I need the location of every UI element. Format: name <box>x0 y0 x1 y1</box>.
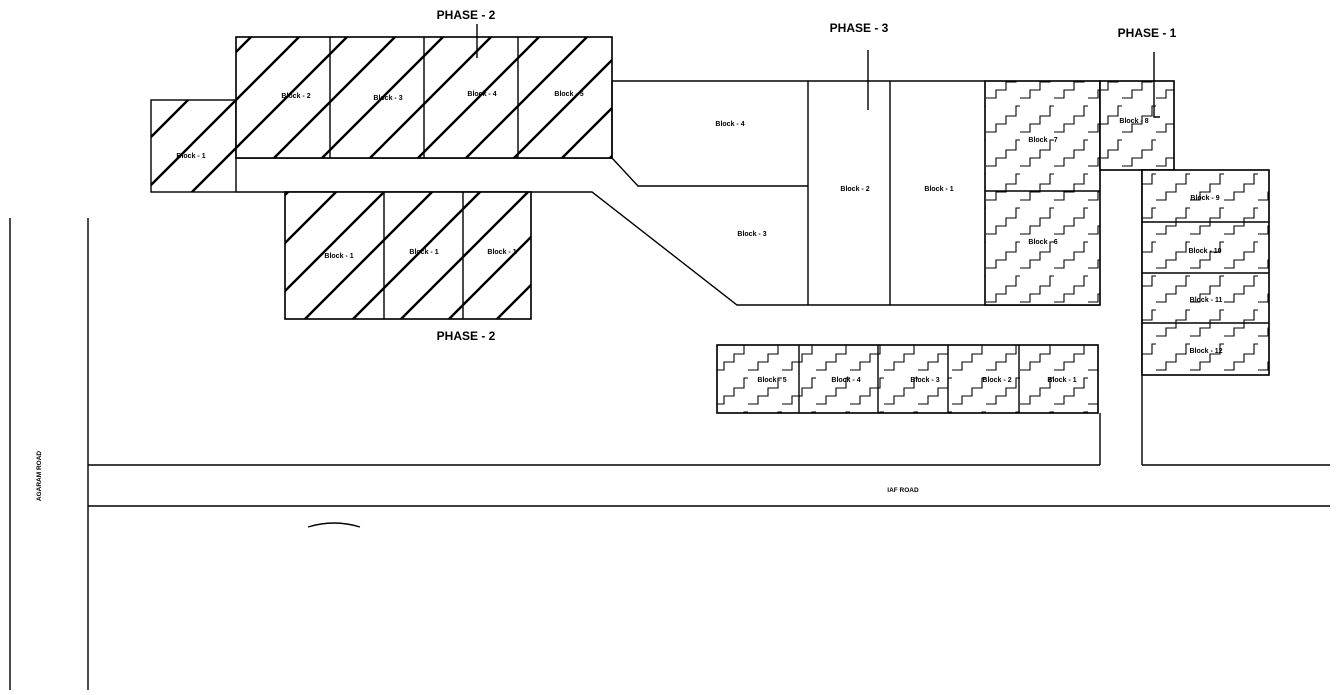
phase3-block-3-label: Block - 3 <box>737 231 766 238</box>
road-arc-mark <box>307 522 361 528</box>
driveway-north-edge <box>236 157 808 187</box>
phase3-block-1-label: Block - 1 <box>924 186 953 193</box>
phase2-upper-block-3-label: Block - 3 <box>373 95 402 102</box>
phase2-upper-block-5-label: Block - 5 <box>554 91 583 98</box>
phase2-upper-block-4-label: Block - 4 <box>467 91 496 98</box>
phase2-lower-block-c-label: Block - 1 <box>487 249 516 256</box>
phase1-column-hatch <box>985 81 1100 305</box>
phase2-upper-block-1-label: Block - 1 <box>176 153 205 160</box>
phase1-block-6-label: Block - 6 <box>1028 239 1057 246</box>
phase1-column-border <box>984 80 1101 306</box>
phase1-corner: Block - 8 PHASE - 1 <box>1099 26 1177 171</box>
phase3: Block - 4 Block - 3 Block - 2 Block - 1 … <box>611 21 985 305</box>
iaf-road-label: IAF ROAD <box>887 487 919 494</box>
phase1-column: Block - 7 Block - 6 <box>984 80 1101 306</box>
phase1-row: Block - 5 Block - 4 Block - 3 Block - 2 … <box>716 344 1099 414</box>
phase2-lower: Block - 1 Block - 1 Block - 1 PHASE - 2 <box>284 191 532 343</box>
phase1-label: PHASE - 1 <box>1118 26 1177 40</box>
phase1-row-block-4-label: Block - 4 <box>831 377 860 384</box>
phase1-row-block-2-label: Block - 2 <box>982 377 1011 384</box>
phase2-top-label: PHASE - 2 <box>437 8 496 22</box>
phase1-row-block-5-label: Block - 5 <box>757 377 786 384</box>
roads: IAF ROAD AGARAM ROAD <box>9 170 1330 690</box>
phase1-block-8-border <box>1099 80 1175 171</box>
phase1-block-9-label: Block - 9 <box>1190 195 1219 202</box>
phase2-lower-hatch <box>285 192 531 319</box>
phase1-block-7-label: Block - 7 <box>1028 137 1057 144</box>
phase1-right: Block - 9 Block - 10 Block - 11 Block - … <box>1141 169 1270 376</box>
phase2-lower-block-a-label: Block - 1 <box>324 253 353 260</box>
phase1-block-8-hatch <box>1100 81 1174 170</box>
phase3-block-2-label: Block - 2 <box>840 186 869 193</box>
phase1-block-10-label: Block - 10 <box>1188 248 1221 255</box>
phase3-label: PHASE - 3 <box>830 21 889 35</box>
phase1-block-11-label: Block - 11 <box>1190 297 1223 304</box>
phase1-block-12-label: Block - 12 <box>1189 348 1222 355</box>
phase2-upper: Block - 1 Block - 2 Block - 3 Block - 4 … <box>150 8 613 193</box>
phase2-lower-border <box>284 191 532 320</box>
agaram-road-label: AGARAM ROAD <box>36 451 43 501</box>
phase1-row-border <box>716 344 1099 414</box>
phase2-upper-block-1-hatch <box>151 100 236 192</box>
phase3-block-4-label: Block - 4 <box>715 121 744 128</box>
phase1-row-block-1-label: Block - 1 <box>1047 377 1076 384</box>
phase1-leader <box>1153 52 1160 118</box>
phase2-bottom-label: PHASE - 2 <box>437 329 496 343</box>
phase2-upper-block-2-label: Block - 2 <box>281 93 310 100</box>
phase1-row-hatch <box>717 345 1098 413</box>
phase1-row-block-3-label: Block - 3 <box>910 377 939 384</box>
phase2-lower-block-b-label: Block - 1 <box>409 249 438 256</box>
phase1-block-8-label: Block - 8 <box>1119 118 1148 125</box>
